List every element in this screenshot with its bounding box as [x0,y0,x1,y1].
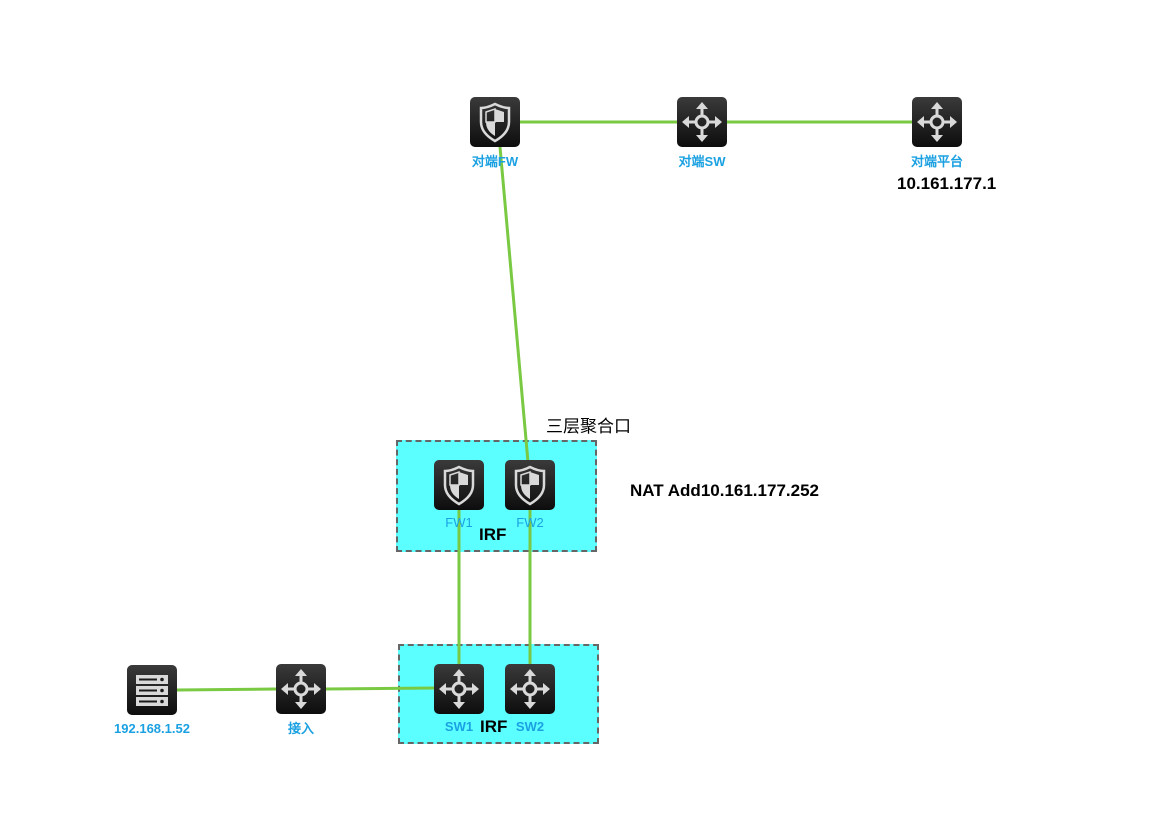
label-sw1: SW1 [444,719,474,734]
switch-icon [505,664,555,714]
label-peer-platform: 对端平台 [910,154,964,169]
node-peer-platform[interactable] [912,97,962,147]
label-access: 接入 [287,721,315,736]
node-peer-fw[interactable] [470,97,520,147]
switch-icon [276,664,326,714]
node-peer-sw[interactable] [677,97,727,147]
firewall-icon [434,460,484,510]
label-peer-fw: 对端FW [471,154,519,169]
node-server[interactable] [127,665,177,715]
node-fw1[interactable] [434,460,484,510]
switch-icon [912,97,962,147]
irf-group-switches[interactable] [398,644,599,744]
label-server: 192.168.1.52 [114,721,190,736]
label-fw2: FW2 [516,515,544,530]
l3-aggregation-annotation: 三层聚合口 [546,417,631,437]
link-peer-fw-fw2[interactable] [498,146,530,463]
label-peer-sw: 对端SW [678,154,726,169]
peer-platform-ip: 10.161.177.1 [897,174,997,193]
nat-annotation: NAT Add10.161.177.252 [630,481,819,500]
node-sw2[interactable] [505,664,555,714]
link-server-access[interactable] [176,687,277,692]
irf-group-firewalls[interactable] [396,440,597,552]
server-icon [127,665,177,715]
node-sw1[interactable] [434,664,484,714]
irf-label-switches: IRF [480,717,508,736]
firewall-icon [505,460,555,510]
node-fw2[interactable] [505,460,555,510]
node-access[interactable] [276,664,326,714]
irf-label-firewalls: IRF [479,525,507,544]
switch-icon [677,97,727,147]
switch-icon [434,664,484,714]
label-fw1: FW1 [445,515,473,530]
firewall-icon [470,97,520,147]
label-sw2: SW2 [515,719,545,734]
